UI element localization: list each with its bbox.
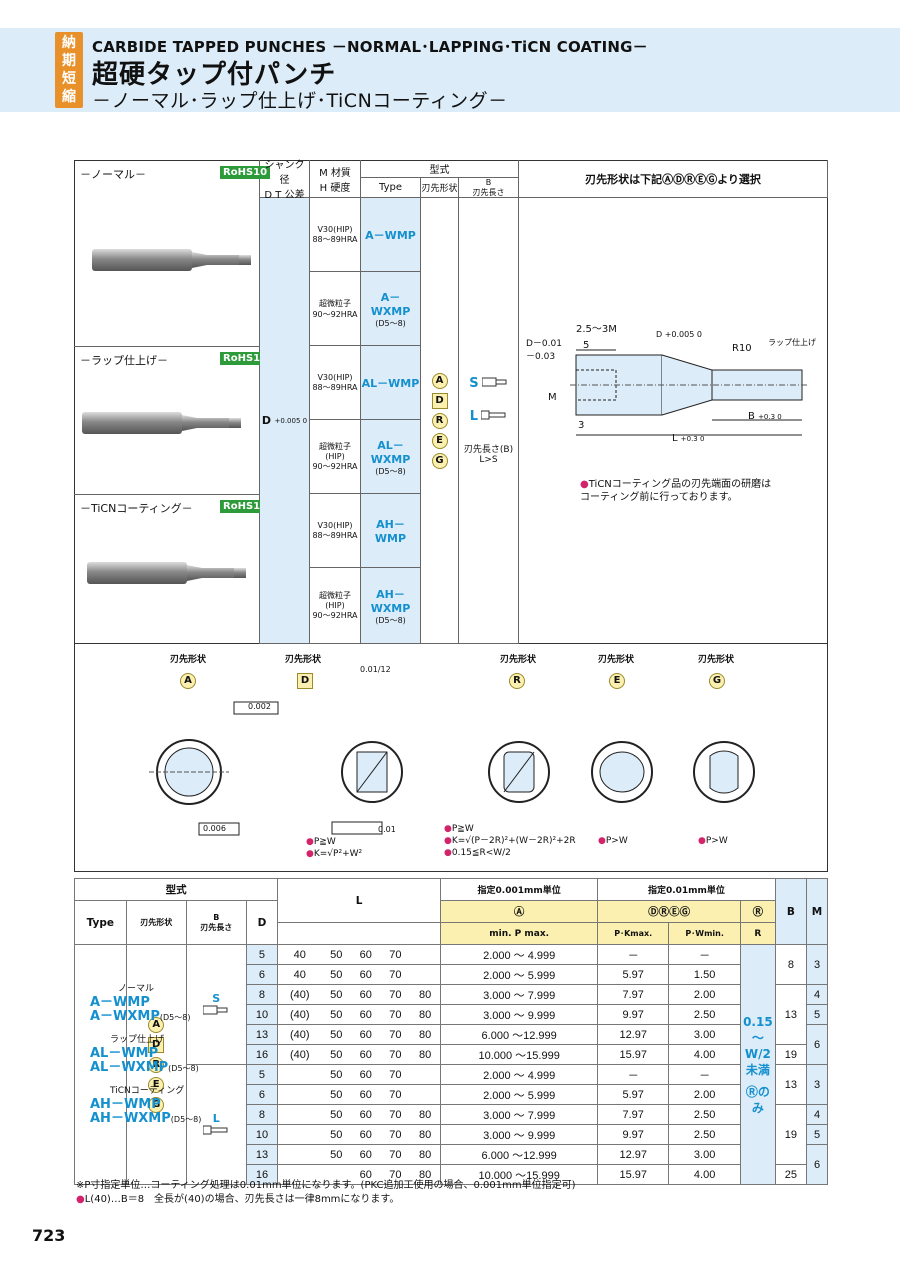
dim-l: L +0.3 0 xyxy=(672,433,705,444)
coating-note: ●TiCNコーティング品の刃先端面の研磨はコーティング前に行っております。 xyxy=(580,479,772,503)
header-kata: 型式 xyxy=(361,160,519,178)
dim-3: 3 xyxy=(578,420,585,431)
dim-r10: R10 xyxy=(732,343,752,354)
tip-title-a: 刃先形状 xyxy=(170,655,207,665)
delivery-badge: 納期短縮 xyxy=(55,32,83,108)
title-jp: 超硬タップ付パンチ xyxy=(92,60,337,90)
tip-title-d: 刃先形状 xyxy=(285,655,322,665)
r-range: 0.15～W/2未満 xyxy=(743,1014,773,1077)
punch-image-lap xyxy=(82,412,241,434)
product-label: －ノーマル－ xyxy=(80,168,146,181)
r-only: Ⓡのみ xyxy=(745,1084,770,1115)
product-images: －ノーマル－ RoHS10 －ラップ仕上げ－ RoHS10 －TiCNコーティン… xyxy=(74,160,271,644)
page-number: 723 xyxy=(32,1226,66,1245)
header-tip: 刃先形状 xyxy=(421,178,459,198)
title-en: CARBIDE TAPPED PUNCHES －NORMAL･LAPPING･T… xyxy=(92,38,648,56)
tol-sym: 0.01 xyxy=(378,825,396,834)
blade-l: L xyxy=(185,1064,247,1185)
rohs-badge: RoHS10 xyxy=(220,500,271,513)
tip-e-badge: E xyxy=(609,668,625,689)
punch-image-normal xyxy=(92,249,251,271)
dim-5: 5 xyxy=(583,340,590,351)
dim-thread: 2.5～3M xyxy=(576,324,617,335)
dim-d: D－0.01－0.03 xyxy=(526,339,562,362)
header-tip-select: 刃先形状は下記ⒶⒹⓇⒺⒼより選択 xyxy=(519,160,828,198)
tol-concentric: 0.006 xyxy=(203,824,226,833)
subtitle-jp: －ノーマル･ラップ仕上げ･TiCNコーティング－ xyxy=(92,90,508,112)
tip-shapes-drawing xyxy=(149,701,755,836)
product-label: －ラップ仕上げ－ xyxy=(80,354,168,367)
dim-d-tol: D +0.005 0 xyxy=(656,330,702,339)
tol-flatness-a: 0.002 xyxy=(248,702,271,711)
tip-title-g: 刃先形状 xyxy=(698,655,735,665)
dim-m: M xyxy=(548,392,557,403)
header-band xyxy=(0,28,900,112)
tip-d-badge: D xyxy=(297,668,313,689)
note-1: ※P寸指定単位…コーティング処理は0.01mm単位になります。(PKC追加工使用… xyxy=(76,1180,576,1191)
shank-cell: D +0.005 0 xyxy=(260,198,310,644)
type-list: ノーマル A－WMP A－WXMP(D5～8) ラップ仕上げ AL－WMP AL… xyxy=(90,984,202,1126)
rohs-badge: RoHS10 xyxy=(220,166,271,179)
product-label: －TiCNコーティング－ xyxy=(80,502,193,515)
tip-a-badge: A xyxy=(180,668,196,689)
punch-image-ticn xyxy=(87,562,246,584)
rohs-badge: RoHS10 xyxy=(220,352,271,365)
price-table: 型式 L 指定0.001mm単位 指定0.01mm単位 B M Type 刃先形… xyxy=(73,878,828,1185)
tip-r-badge: R xyxy=(509,668,525,689)
tip-g-notes: ●P>W xyxy=(698,836,728,846)
lap-label: ラップ仕上げ xyxy=(768,338,816,347)
tip-title-r: 刃先形状 xyxy=(500,655,537,665)
tol-parallel: 0.01/12 xyxy=(360,665,391,674)
tip-g-badge: G xyxy=(709,668,725,689)
dim-b: B +0.3 0 xyxy=(748,411,782,422)
header-type: Type xyxy=(361,178,421,198)
note-2: ●L(40)…B＝8 全長が(40)の場合、刃先長さは一律8mmになります。 xyxy=(76,1194,400,1205)
tip-r-notes: ●P≧W●K=√(P－2R)²+(W－2R)²+2R●0.15≦R<W/2 xyxy=(444,824,576,858)
tip-title-e: 刃先形状 xyxy=(598,655,635,665)
tip-d-notes: ●P≧W●K=√P²+W² xyxy=(306,837,363,859)
tip-e-notes: ●P>W xyxy=(598,836,628,846)
blade-options: S L 刃先長さ(B)L>S xyxy=(459,198,519,644)
punch-drawing xyxy=(570,349,808,436)
tip-shapes-section xyxy=(74,644,828,872)
